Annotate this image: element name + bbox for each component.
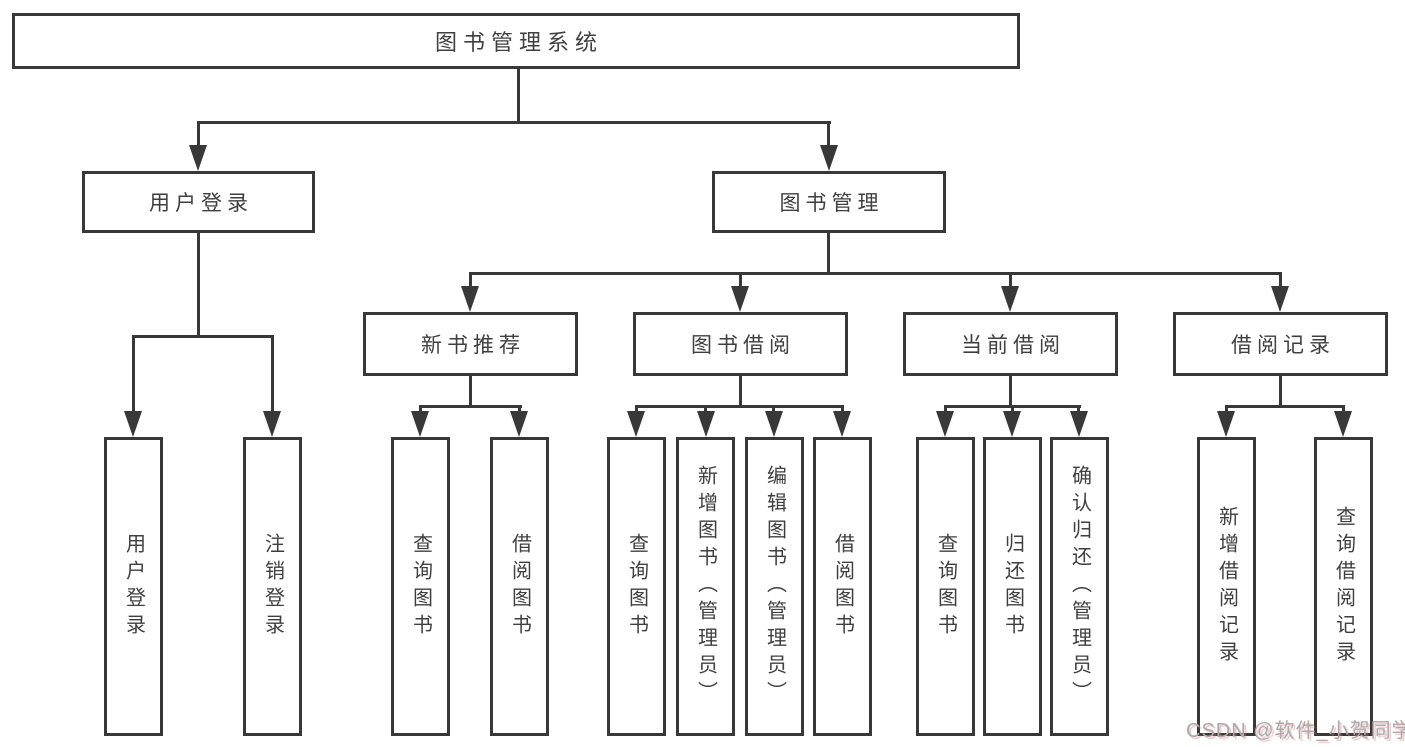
connector-line: [271, 335, 274, 415]
connector-line: [518, 405, 521, 415]
arrowhead-down-icon: [189, 145, 207, 171]
watermark: CSDN @软件_小贺同学: [1186, 720, 1405, 742]
node-label: 用户登录: [149, 192, 253, 215]
arrowhead-down-icon: [1217, 411, 1235, 437]
arrowhead-down-icon: [765, 411, 783, 437]
node-label: 查询借阅记录: [1332, 505, 1355, 668]
leaf-query-books-current: 查询图书: [916, 437, 975, 736]
node-new-book-recommend: 新书推荐: [363, 312, 578, 376]
arrowhead-down-icon: [510, 411, 528, 437]
arrowhead-down-icon: [627, 411, 645, 437]
connector-line: [739, 272, 742, 292]
node-label: 图书管理系统: [434, 30, 603, 55]
node-label: 借阅图书: [831, 532, 854, 641]
leaf-return-book: 归还图书: [983, 437, 1042, 736]
connector-line: [197, 121, 831, 124]
connector-line: [132, 335, 135, 415]
node-label: 用户登录: [122, 532, 145, 641]
node-label: 新增图书（管理员）: [694, 465, 717, 708]
connector-line: [419, 405, 522, 408]
node-label: 归还图书: [1001, 532, 1024, 641]
connector-line: [1225, 405, 1228, 415]
connector-line: [704, 405, 707, 415]
connector-line: [469, 376, 472, 408]
node-label: 新书推荐: [421, 334, 525, 357]
connector-line: [772, 405, 775, 415]
connector-line: [827, 121, 830, 149]
arrowhead-down-icon: [1003, 411, 1021, 437]
connector-line: [132, 335, 274, 338]
leaf-query-borrow-record: 查询借阅记录: [1314, 437, 1373, 736]
node-borrow-records: 借阅记录: [1173, 312, 1388, 376]
connector-line: [419, 405, 422, 415]
leaf-logout: 注销登录: [243, 437, 302, 736]
connector-line: [1225, 405, 1345, 408]
node-label: 查询图书: [409, 532, 432, 641]
connector-line: [469, 272, 472, 292]
leaf-edit-book-admin: 编辑图书（管理员）: [745, 437, 804, 736]
arrowhead-down-icon: [833, 411, 851, 437]
node-label: 图书借阅: [691, 334, 795, 357]
node-label: 借阅记录: [1231, 334, 1335, 357]
node-label: 查询图书: [934, 532, 957, 641]
leaf-query-books-recommend: 查询图书: [391, 437, 450, 736]
node-label: 编辑图书（管理员）: [763, 465, 786, 708]
leaf-user-login: 用户登录: [104, 437, 163, 736]
connector-line: [841, 405, 844, 415]
arrowhead-down-icon: [1001, 286, 1019, 312]
connector-line: [1011, 405, 1014, 415]
arrowhead-down-icon: [731, 286, 749, 312]
leaf-confirm-return-admin: 确认归还（管理员）: [1050, 437, 1109, 736]
arrowhead-down-icon: [1070, 411, 1088, 437]
connector-line: [827, 233, 830, 275]
connector-line: [635, 405, 844, 408]
connector-line: [1279, 376, 1282, 408]
node-label: 确认归还（管理员）: [1068, 465, 1091, 708]
node-label: 借阅图书: [508, 532, 531, 641]
arrowhead-down-icon: [263, 411, 281, 437]
connector-line: [1279, 272, 1282, 292]
connector-line: [739, 376, 742, 408]
arrowhead-down-icon: [124, 411, 142, 437]
arrowhead-down-icon: [1334, 411, 1352, 437]
connector-line: [197, 121, 200, 149]
connector-line: [635, 405, 638, 415]
arrowhead-down-icon: [820, 145, 838, 171]
arrowhead-down-icon: [697, 411, 715, 437]
connector-line: [1009, 272, 1012, 292]
leaf-query-books-borrow: 查询图书: [607, 437, 666, 736]
connector-line: [469, 272, 1282, 275]
node-root: 图书管理系统: [12, 13, 1020, 69]
connector-line: [1342, 405, 1345, 415]
node-book-borrow: 图书借阅: [633, 312, 848, 376]
node-label: 注销登录: [261, 532, 284, 641]
arrowhead-down-icon: [461, 286, 479, 312]
leaf-add-book-admin: 新增图书（管理员）: [676, 437, 735, 736]
connector-line: [197, 233, 200, 338]
leaf-borrow-books-recommend: 借阅图书: [490, 437, 549, 736]
node-current-borrow: 当前借阅: [903, 312, 1118, 376]
connector-line: [944, 405, 947, 415]
node-label: 图书管理: [779, 192, 884, 215]
node-label: 新增借阅记录: [1215, 505, 1238, 668]
connector-line: [1077, 405, 1080, 415]
node-book-management: 图书管理: [712, 171, 946, 233]
leaf-borrow-books: 借阅图书: [813, 437, 872, 736]
connector-line: [1009, 376, 1012, 408]
arrowhead-down-icon: [936, 411, 954, 437]
node-label: 当前借阅: [961, 334, 1065, 357]
arrowhead-down-icon: [411, 411, 429, 437]
arrowhead-down-icon: [1271, 286, 1289, 312]
connector-line: [517, 69, 520, 124]
leaf-add-borrow-record: 新增借阅记录: [1197, 437, 1256, 736]
node-user-login: 用户登录: [82, 171, 315, 233]
node-label: 查询图书: [625, 532, 648, 641]
